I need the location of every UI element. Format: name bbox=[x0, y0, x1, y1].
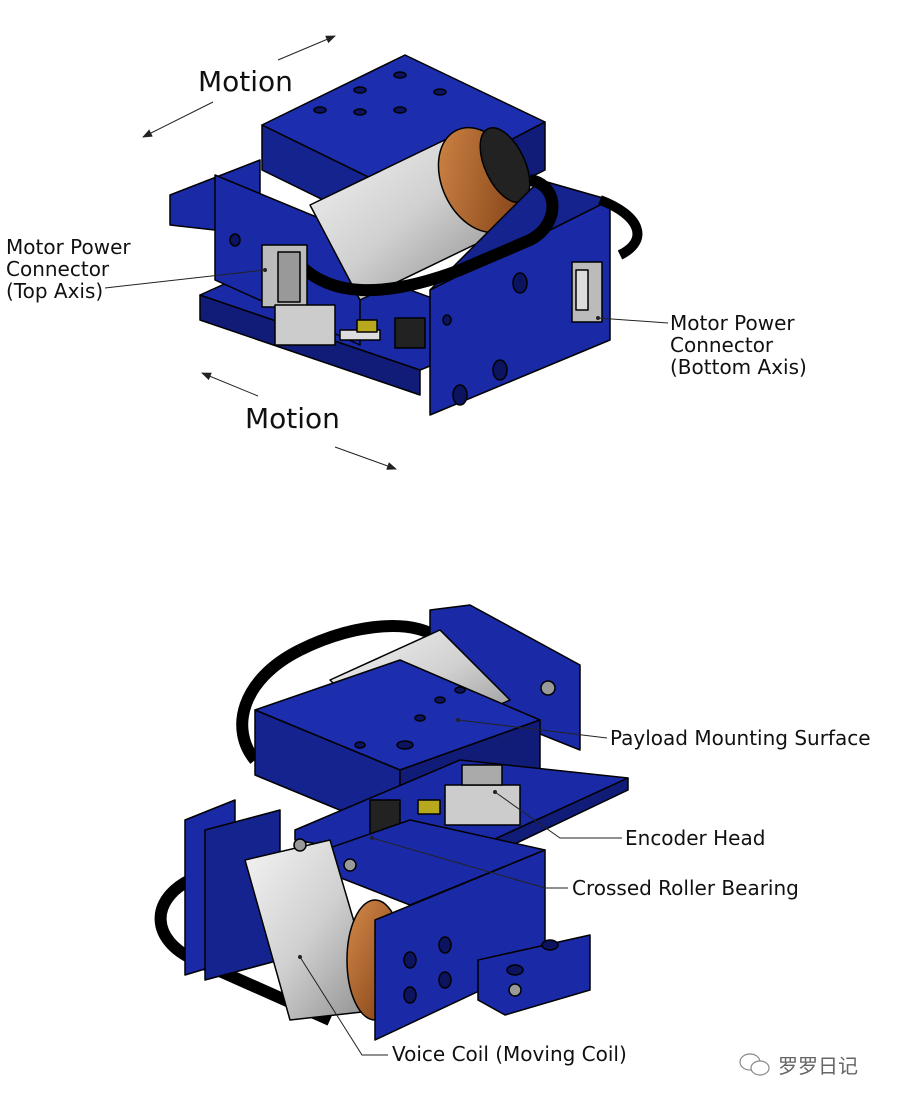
leader-payload bbox=[457, 719, 608, 739]
motion-arrow-upper-left bbox=[142, 101, 214, 138]
label-voice-coil: Voice Coil (Moving Coil) bbox=[392, 1042, 627, 1066]
motion-arrow-lower-left bbox=[201, 372, 259, 397]
leader-connector-top bbox=[104, 269, 266, 289]
label-line: (Bottom Axis) bbox=[670, 355, 807, 379]
bottom-stage-drawing bbox=[154, 604, 629, 1041]
watermark: 罗罗日记 bbox=[738, 1050, 858, 1079]
label-payload-surface: Payload Mounting Surface bbox=[610, 726, 871, 750]
label-encoder-head: Encoder Head bbox=[625, 826, 766, 850]
motion-arrow-lower-right bbox=[334, 446, 397, 470]
wechat-icon bbox=[739, 1052, 770, 1076]
leader-voice-coil bbox=[299, 956, 388, 1056]
motion-label-top: Motion bbox=[198, 65, 293, 98]
leader-encoder bbox=[494, 791, 622, 839]
label-line: Connector bbox=[670, 333, 774, 357]
label-line: Motor Power bbox=[670, 311, 795, 335]
motion-arrow-upper-right bbox=[277, 35, 336, 61]
watermark-text: 罗罗日记 bbox=[778, 1054, 858, 1078]
label-crossed-roller-bearing: Crossed Roller Bearing bbox=[572, 876, 799, 900]
leader-connector-bottom bbox=[597, 317, 669, 324]
motion-label-bottom: Motion bbox=[245, 402, 340, 435]
label-connector-top-axis: Motor Power Connector (Top Axis) bbox=[6, 236, 131, 302]
label-line: (Top Axis) bbox=[6, 279, 104, 303]
label-connector-bottom-axis: Motor Power Connector (Bottom Axis) bbox=[670, 312, 807, 378]
label-line: Connector bbox=[6, 257, 110, 281]
leader-bearing bbox=[371, 837, 568, 889]
label-line: Motor Power bbox=[6, 235, 131, 259]
top-stage-drawing bbox=[169, 54, 643, 416]
